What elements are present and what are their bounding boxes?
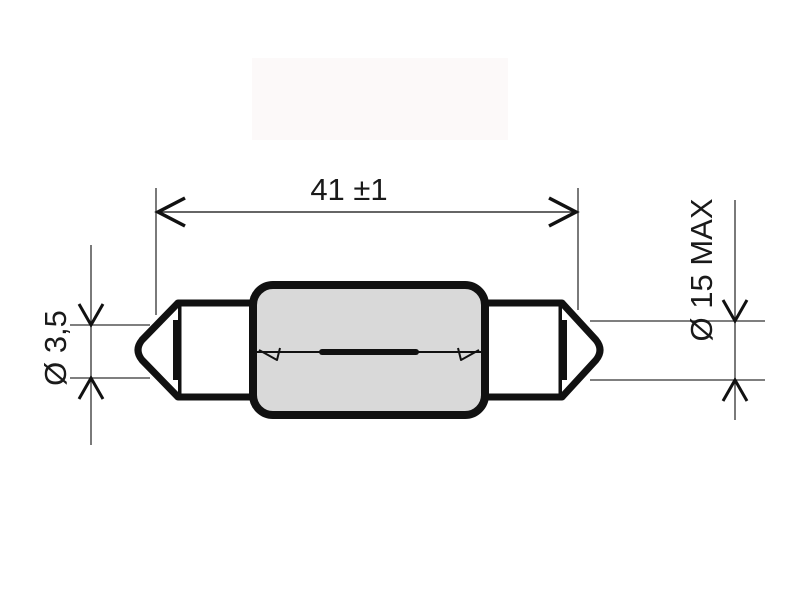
arrow-up-icon bbox=[721, 376, 749, 402]
left-cap bbox=[134, 299, 262, 401]
body-diameter-label: Ø 15 MAX bbox=[684, 198, 719, 341]
cap-diameter-dimension bbox=[70, 245, 150, 445]
length-label: 41 ±1 bbox=[310, 172, 387, 207]
arrow-left-icon bbox=[154, 196, 186, 228]
blank-panel bbox=[252, 58, 508, 140]
body-diameter-dimension bbox=[590, 200, 765, 420]
bulb-drawing bbox=[134, 281, 604, 419]
cap-diameter-label: Ø 3,5 bbox=[38, 310, 73, 386]
arrow-down-icon bbox=[721, 299, 749, 325]
right-cap bbox=[478, 299, 604, 401]
length-dimension bbox=[154, 188, 580, 315]
filament bbox=[257, 347, 481, 361]
arrow-down-icon bbox=[77, 303, 105, 329]
arrow-up-icon bbox=[77, 374, 105, 400]
arrow-right-icon bbox=[548, 196, 580, 228]
